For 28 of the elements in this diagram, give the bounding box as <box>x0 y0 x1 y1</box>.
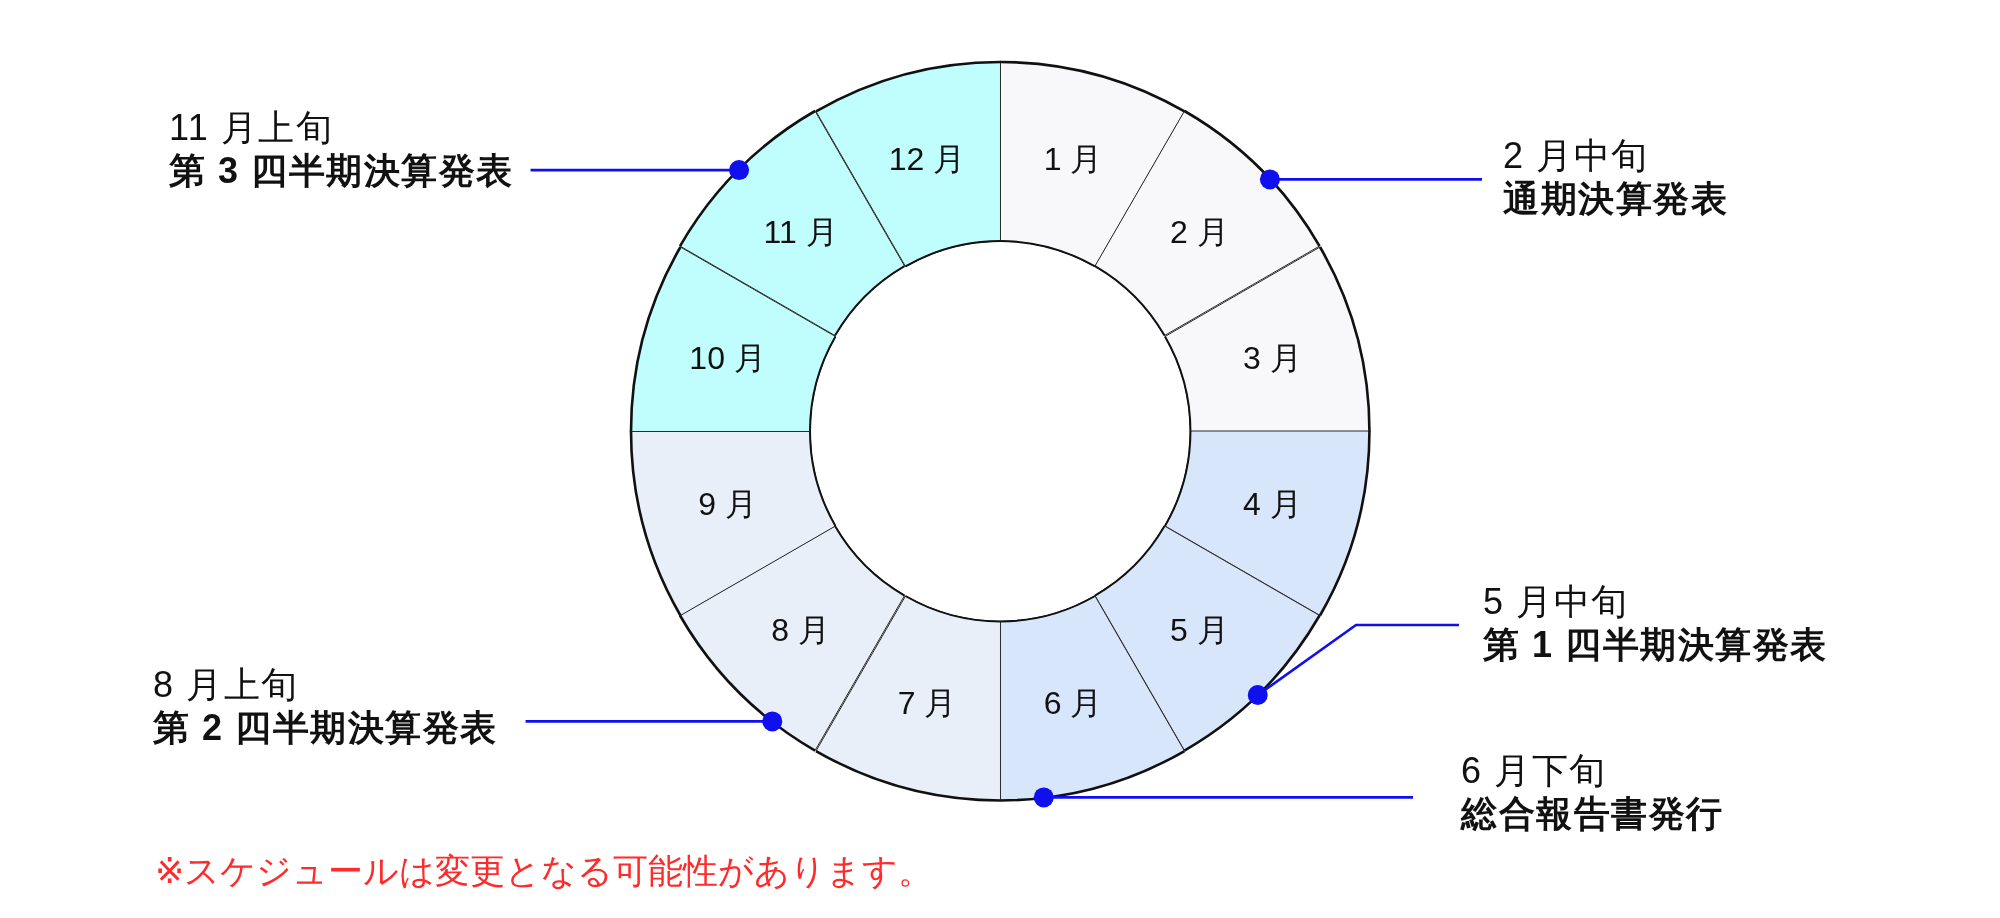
event-text: 第 2 四半期決算発表 <box>153 706 498 749</box>
month-label: 3 月 <box>1243 340 1302 376</box>
month-label: 12 月 <box>888 140 966 177</box>
leader-line <box>1033 787 1413 808</box>
event-text: 通期決算発表 <box>1503 177 1728 220</box>
date-text: 2 月中旬 <box>1503 134 1650 177</box>
month-label: 9 月 <box>698 486 757 522</box>
month-label: 5 月 <box>1170 612 1229 649</box>
leader-line <box>530 160 750 181</box>
date-text: 11 月上旬 <box>169 106 335 149</box>
month-label: 6 月 <box>1043 685 1103 722</box>
note-text: ※スケジュールは変更となる可能性があります。 <box>155 850 934 892</box>
leader-line <box>1259 169 1482 190</box>
event-text: 総合報告書発行 <box>1461 792 1724 835</box>
month-label: 1 月 <box>1043 140 1103 177</box>
date-text: 8 月上旬 <box>153 663 300 706</box>
month-label: 7 月 <box>897 685 957 722</box>
month-label: 4 月 <box>1243 486 1302 522</box>
leader-line <box>1247 623 1459 706</box>
month-label: 8 月 <box>771 612 830 649</box>
date-text: 5 月中旬 <box>1483 580 1630 623</box>
month-label: 2 月 <box>1170 213 1229 250</box>
event-text: 第 1 四半期決算発表 <box>1483 623 1828 666</box>
month-label: 10 月 <box>689 340 766 376</box>
month-label: 11 月 <box>763 213 838 250</box>
leader-line <box>525 711 783 732</box>
date-text: 6 月下旬 <box>1461 749 1608 792</box>
event-text: 第 3 四半期決算発表 <box>169 149 514 192</box>
